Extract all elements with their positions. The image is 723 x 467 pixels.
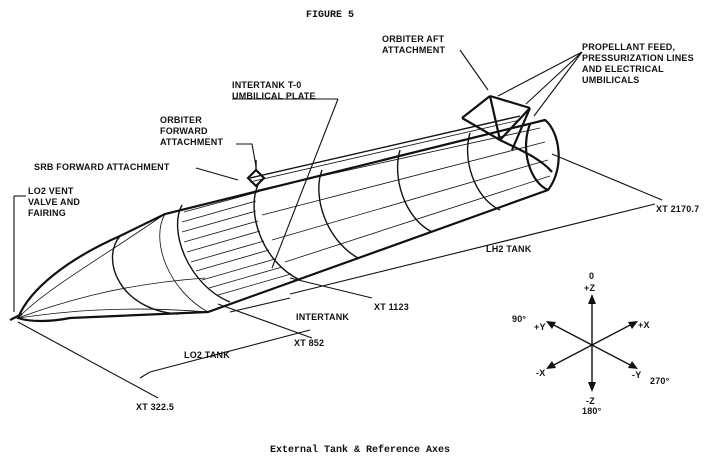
tank-outline (16, 118, 560, 323)
intertank-stringers (181, 191, 292, 296)
section-intertank: INTERTANK (296, 312, 349, 322)
axis-z-neg-label: -Z (586, 396, 595, 406)
nose-line-1 (17, 213, 166, 319)
dimension-lines (17, 153, 663, 399)
leader-lines (13, 49, 583, 312)
lo2-ring (111, 235, 179, 315)
intertank-front (176, 204, 231, 303)
station-xt-2170: XT 2170.7 (656, 204, 699, 214)
nose-line-2 (17, 277, 206, 319)
section-lo2-tank: LO2 TANK (184, 350, 230, 360)
axis-deg-180-label: 180° (582, 406, 602, 416)
y-pos-arrow (546, 321, 556, 329)
lh2-ring-3 (466, 132, 501, 211)
reference-axes: 0 +Z 90° +Y +X -X -Y 270° -Z 180° (512, 271, 670, 416)
orbiter-aft-label: ORBITER AFT ATTACHMENT (382, 34, 447, 55)
figure-caption: External Tank & Reference Axes (270, 444, 450, 456)
orbiter-aft-attach-struts (461, 94, 532, 151)
x-pos-arrow (628, 321, 638, 329)
lh2-line-4 (284, 175, 551, 263)
axis-zero-label: 0 (589, 271, 594, 281)
axis-deg-90-label: 90° (512, 314, 526, 324)
lh2-line-3 (271, 159, 549, 241)
aft-feed-lines (499, 139, 553, 173)
station-xt-1123: XT 1123 (374, 302, 409, 312)
z-pos-arrow (588, 294, 596, 304)
external-tank (9, 94, 560, 323)
station-xt-852: XT 852 (294, 338, 324, 348)
cable-tray (249, 115, 521, 179)
x-neg-arrow (546, 361, 556, 369)
lo2-ring-2 (159, 213, 209, 313)
lh2-line-1 (257, 127, 541, 191)
x-axis (547, 321, 637, 369)
axis-y-neg-label: -Y (632, 370, 641, 380)
lh2-ring-1 (318, 169, 359, 259)
orbiter-forward-label: ORBITER FORWARD ATTACHMENT (160, 115, 223, 147)
annotation-labels: LO2 VENT VALVE AND FAIRING SRB FORWARD A… (28, 34, 699, 412)
axis-deg-270-label: 270° (650, 376, 670, 386)
axis-x-pos-label: +X (638, 320, 650, 330)
lo2-vent-tip (9, 313, 23, 321)
intertank-back (253, 184, 301, 281)
nose-line-3 (17, 308, 209, 319)
lh2-line-2 (261, 141, 546, 216)
intertank-umbilical-label: INTERTANK T-0 UMBILICAL PLATE (232, 80, 316, 101)
lh2-aft-ring (524, 123, 549, 192)
y-neg-arrow (628, 361, 638, 369)
axis-y-pos-label: +Y (534, 322, 546, 332)
figure-title: FIGURE 5 (306, 10, 354, 21)
lo2-vent-label: LO2 VENT VALVE AND FAIRING (28, 186, 83, 218)
z-neg-arrow (588, 382, 596, 392)
axis-z-pos-label: +Z (584, 283, 595, 293)
station-xt-322: XT 322.5 (136, 402, 174, 412)
cable-tray-2 (249, 119, 521, 183)
axis-x-neg-label: -X (536, 368, 545, 378)
srb-forward-label: SRB FORWARD ATTACHMENT (34, 162, 170, 172)
propellant-feed-label: PROPELLANT FEED, PRESSURIZATION LINES AN… (582, 42, 697, 85)
section-lh2-tank: LH2 TANK (486, 244, 532, 254)
